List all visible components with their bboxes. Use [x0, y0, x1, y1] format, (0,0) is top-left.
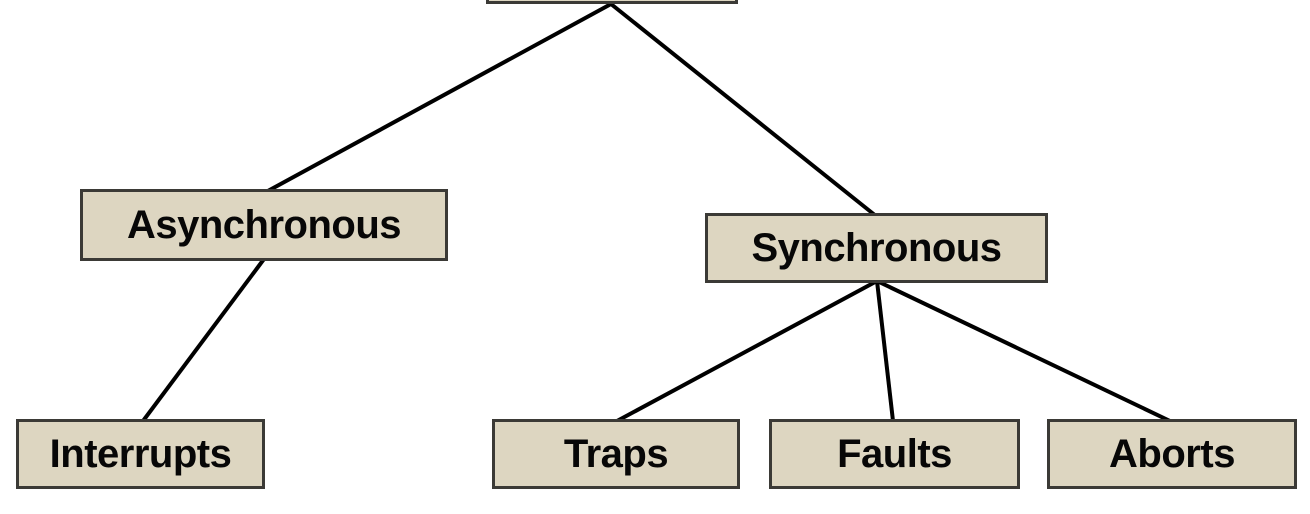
node-aborts: Aborts [1047, 419, 1297, 489]
node-asynchronous: Asynchronous [80, 189, 448, 261]
edge-root-asynchronous [265, 2, 612, 194]
edge-root-synchronous [609, 2, 878, 218]
edge-synchronous-traps [616, 279, 878, 423]
node-aborts-label: Aborts [1109, 431, 1235, 476]
edge-synchronous-faults [875, 280, 895, 422]
node-traps: Traps [492, 419, 740, 489]
node-faults: Faults [769, 419, 1020, 489]
node-faults-label: Faults [837, 431, 952, 476]
node-interrupts: Interrupts [16, 419, 265, 489]
node-traps-label: Traps [563, 431, 669, 476]
edge-synchronous-aborts [876, 279, 1171, 423]
node-interrupts-label: Interrupts [49, 431, 232, 476]
node-synchronous-label: Synchronous [751, 225, 1002, 270]
edge-asynchronous-interrupts [141, 257, 266, 423]
node-asynchronous-label: Asynchronous [126, 202, 402, 247]
root-node-partial [486, 0, 738, 4]
node-synchronous: Synchronous [705, 213, 1048, 283]
